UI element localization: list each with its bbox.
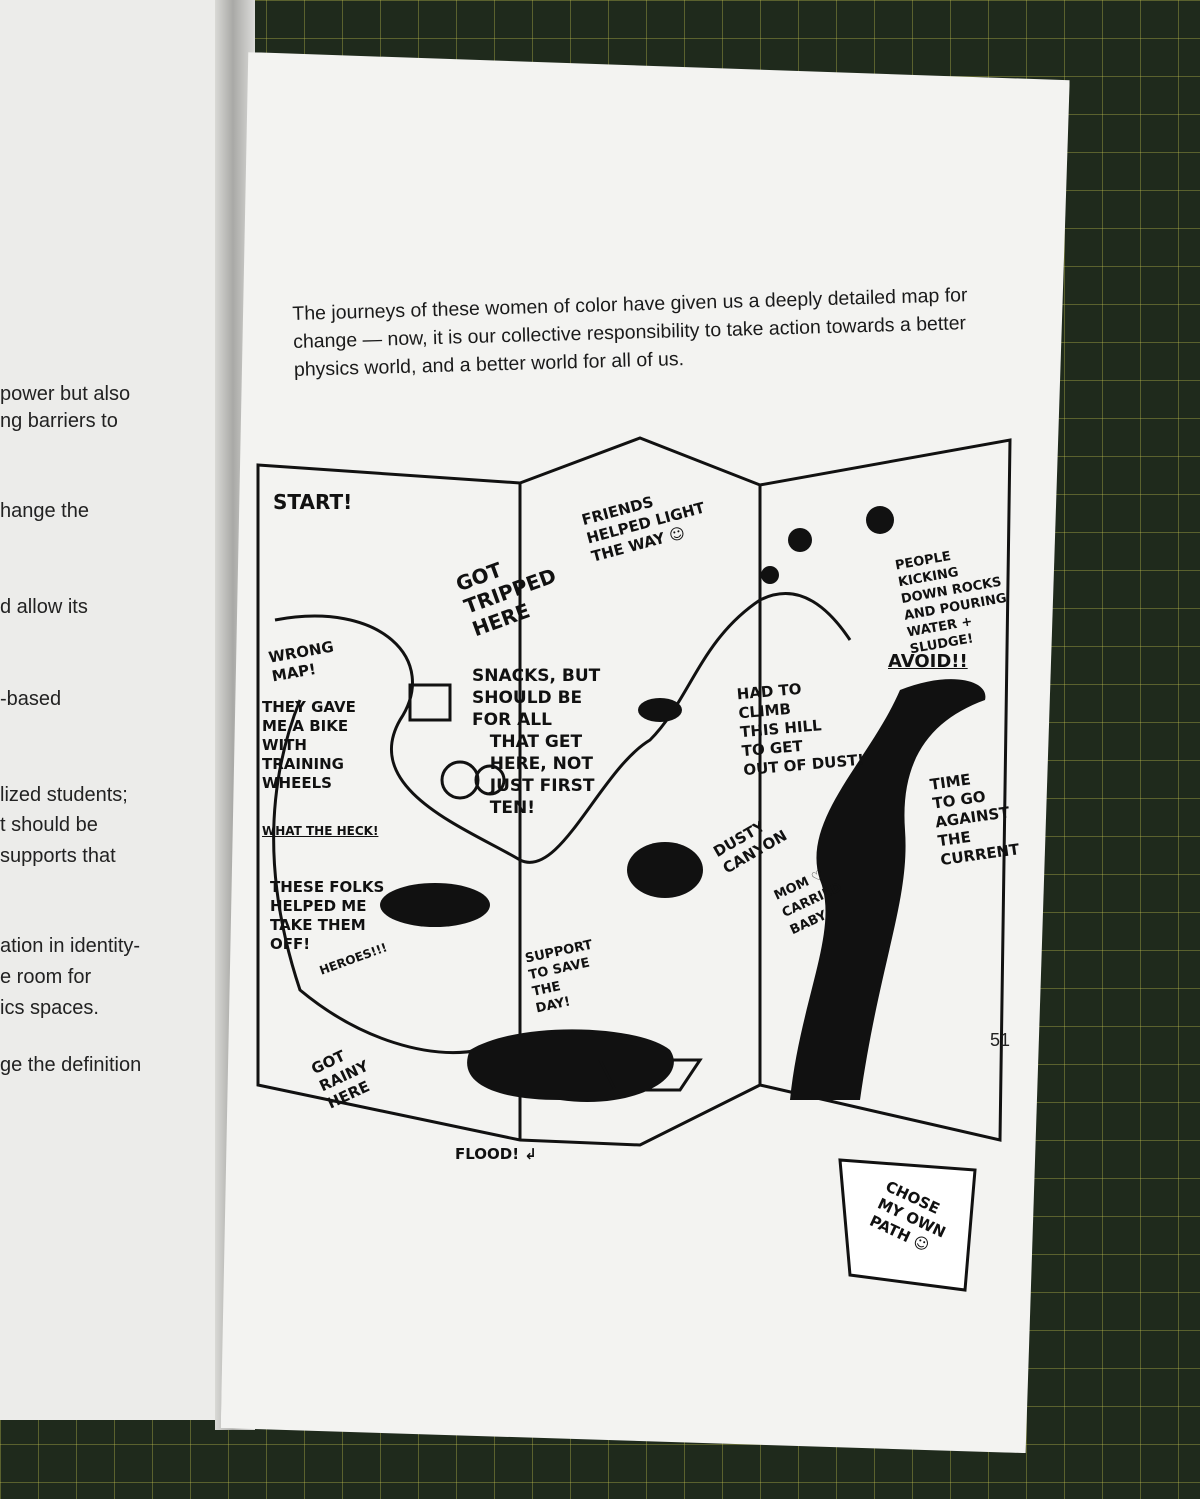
left-text-line: hange the [0, 500, 89, 522]
map-label-avoid: AVOID!! [888, 651, 968, 672]
path-line [272, 699, 481, 1054]
small-cloud [638, 698, 682, 722]
bike-wheel [440, 760, 480, 800]
map-label-start: START! [273, 490, 353, 514]
path-line [274, 592, 852, 864]
left-text-line: supports that [0, 845, 116, 867]
left-text-line: d allow its [0, 596, 88, 618]
map-label-folks: THESE FOLKS HELPED ME TAKE THEM OFF! [270, 878, 385, 953]
river [790, 679, 986, 1100]
left-text-line: ng barriers to [0, 410, 118, 432]
map-label-current: TIME TO GO AGAINST THE CURRENT [928, 770, 1021, 870]
map-label-people: PEOPLE KICKING DOWN ROCKS AND POURING WA… [894, 549, 1008, 658]
flood-lake [467, 1029, 674, 1102]
left-page: power but also ng barriers to hange the … [0, 0, 238, 1420]
map-label-support: SUPPORT TO SAVE THE DAY! [523, 937, 594, 1017]
rain-cloud [380, 883, 490, 927]
bike-wheel [474, 764, 506, 796]
left-text-line: ation in identity- [0, 935, 141, 957]
map-label-bike: THEY GAVE ME A BIKE WITH TRAINING WHEELS [262, 698, 356, 792]
left-text-line: e room for [0, 966, 92, 988]
left-text-line: ge the definition [0, 1054, 142, 1076]
paper-note [838, 1158, 977, 1292]
snack-stand [408, 683, 452, 722]
left-text-line: -based [0, 688, 62, 710]
left-text-line: lized students; [0, 784, 128, 806]
folded-map-outline [256, 436, 1012, 1147]
rock [866, 506, 894, 534]
map-label-climb: HAD TO CLIMB THIS HILL TO GET OUT OF DUS… [736, 679, 865, 780]
left-text-line: power but also [0, 383, 131, 405]
left-text-line: ics spaces. [0, 997, 99, 1019]
map-label-snacks: SNACKS, BUT SHOULD BE FOR ALL THAT GET H… [472, 666, 601, 818]
left-text-line: t should be [0, 814, 98, 836]
map-label-flood: FLOOD! ↲ [455, 1145, 537, 1163]
rock [761, 566, 779, 584]
page-number: 51 [990, 1030, 1011, 1050]
map-label-what-the-heck: WHAT THE HECK! [262, 824, 379, 838]
dust-cloud [627, 842, 703, 898]
rock [788, 528, 812, 552]
boat [597, 1058, 703, 1092]
